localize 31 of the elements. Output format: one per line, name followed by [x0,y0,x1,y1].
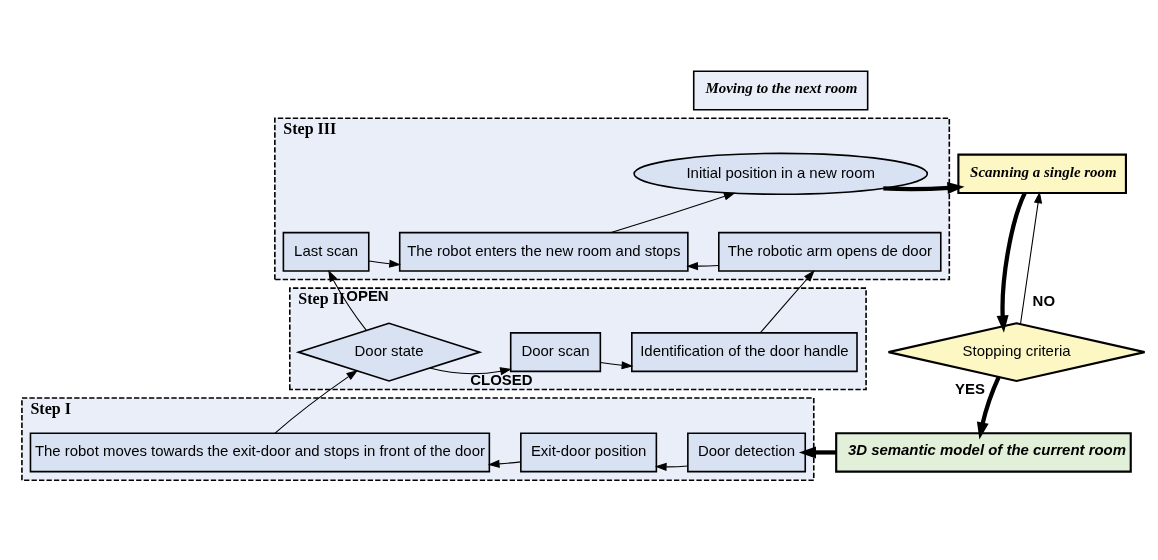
node-ellipse: Initial position in a new room [633,152,929,196]
node-box: Door detection [687,432,807,473]
node-box: Moving to the next room [692,70,869,111]
node-box: The robotic arm opens de door [718,231,942,272]
arrow [487,459,522,468]
node-box: Identification of the door handle [631,332,858,373]
arrow [600,361,634,370]
arrow [686,262,720,271]
edge-label: OPEN [346,287,389,305]
arrow [759,270,815,334]
arrow [996,192,1027,333]
arrow [1019,191,1043,325]
arrow [976,376,1001,440]
node-box: Door scan [509,332,602,373]
node-box: Exit-door position [520,432,658,473]
edge-label: NO [1032,291,1056,309]
node-box: Last scan [282,231,370,272]
node-diamond: Stopping criteria [887,322,1146,383]
node-box: The robot enters the new room and stops [398,231,689,272]
node-box: Scanning a single room [957,153,1127,195]
edge-label: CLOSED [470,370,533,388]
arrow [798,446,836,459]
arrow [368,259,401,268]
node-box: 3D semantic model of the current room [835,432,1132,473]
arrow [610,192,736,234]
node-box: The robot moves towards the exit-door and stops in front of the door [29,432,491,473]
arrow [883,181,965,194]
arrow [654,462,689,471]
arrow [328,269,367,331]
arrow [274,370,359,434]
arrow [429,367,512,376]
